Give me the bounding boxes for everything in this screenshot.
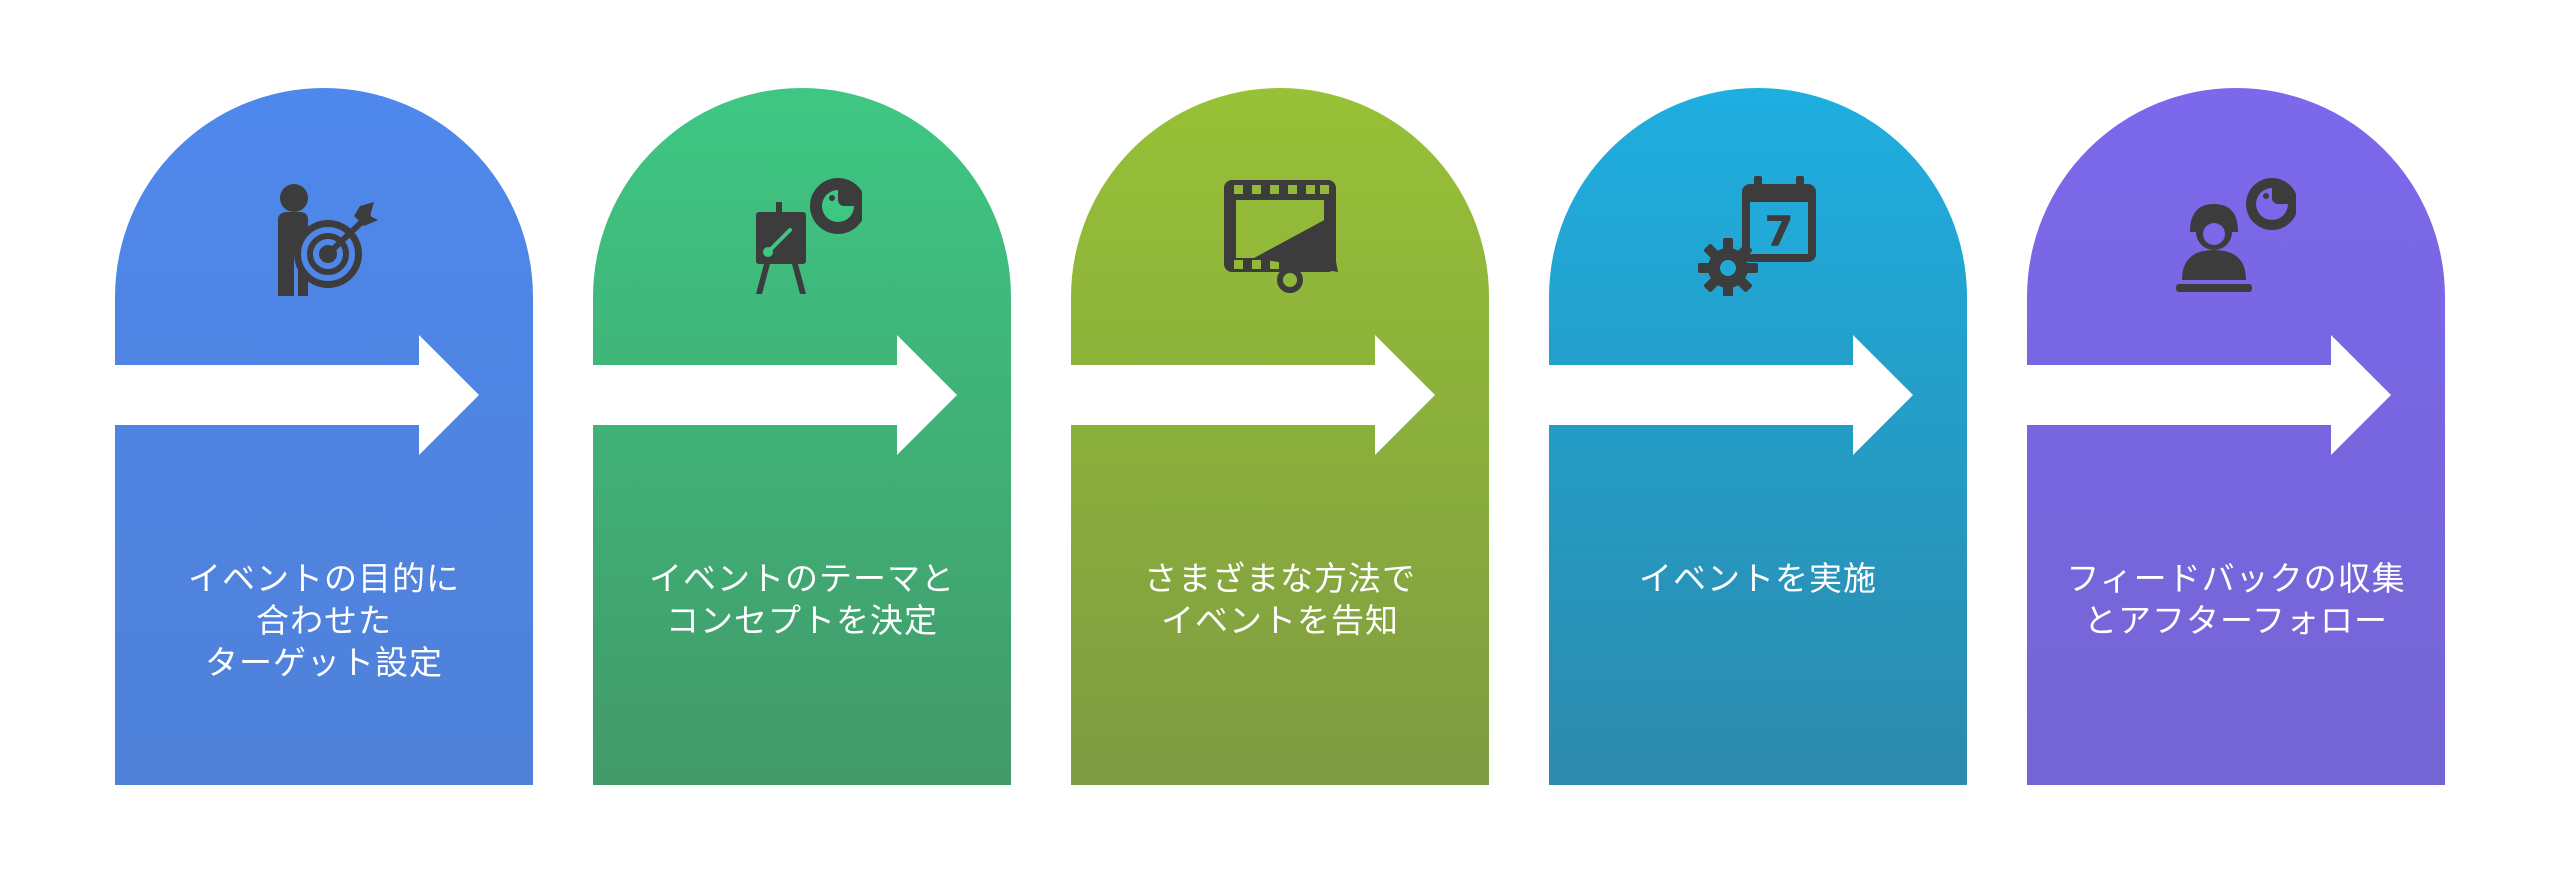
- step-label: イベントのテーマと コンセプトを決定: [649, 559, 955, 640]
- step-4: 7 イベントを実施: [1549, 88, 1967, 785]
- step-arrow: [2027, 335, 2445, 455]
- step-arrow: [1549, 335, 1967, 455]
- step-1: イベントの目的に 合わせた ターゲット設定: [115, 88, 533, 785]
- video-megaphone-icon: [1220, 176, 1340, 296]
- step-arrow: [115, 335, 533, 455]
- step-3: さまざまな方法で イベントを告知: [1071, 88, 1489, 785]
- step-2: イベントのテーマと コンセプトを決定: [593, 88, 1011, 785]
- step-arrow: [593, 335, 1011, 455]
- easel-palette-icon: [742, 176, 862, 296]
- calendar-gear-icon: 7: [1698, 176, 1818, 296]
- step-label: イベントを実施: [1639, 559, 1877, 598]
- svg-text:7: 7: [1764, 207, 1793, 256]
- step-label: イベントの目的に 合わせた ターゲット設定: [188, 559, 460, 682]
- step-label: さまざまな方法で イベントを告知: [1144, 559, 1416, 640]
- person-target-icon: [264, 176, 384, 296]
- step-5: フィードバックの収集 とアフターフォロー: [2027, 88, 2445, 785]
- person-speech-icon: [2176, 176, 2296, 296]
- step-arrow: [1071, 335, 1489, 455]
- step-label: フィードバックの収集 とアフターフォロー: [2066, 559, 2406, 640]
